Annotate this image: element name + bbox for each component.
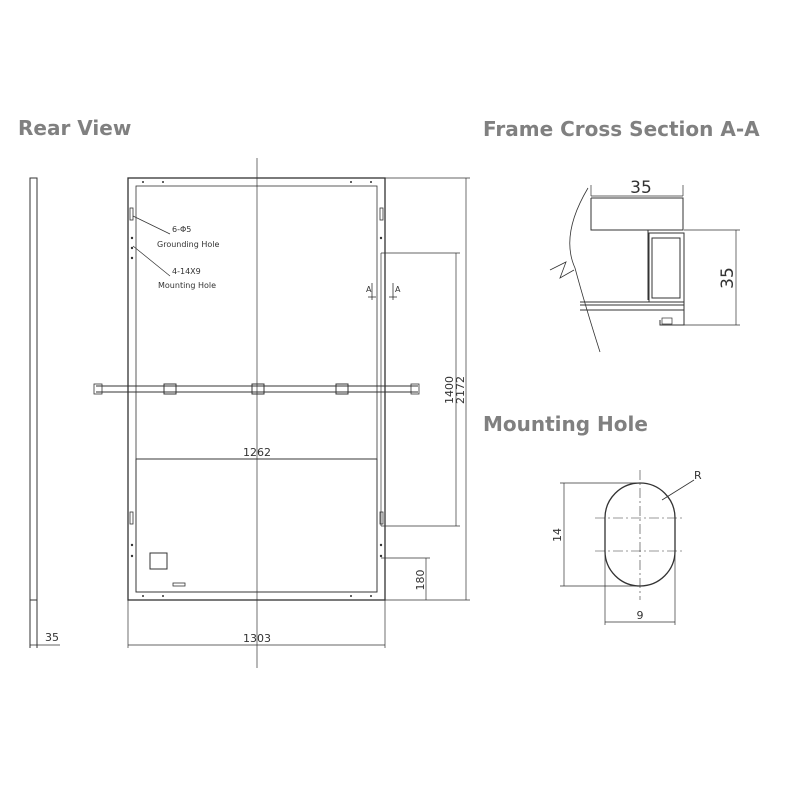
dim-bottom-offset: 180 (414, 570, 427, 591)
mounting-hole-count: 4-14X9 (172, 267, 201, 276)
side-profile (29, 177, 60, 648)
dim-1400-lines (380, 252, 460, 527)
frame-cross-section-title: Frame Cross Section A-A (483, 117, 760, 141)
dim-mount-spacing: 1400 (443, 376, 456, 404)
label-leaders (132, 215, 171, 277)
mounting-hole-title: Mounting Hole (483, 412, 648, 436)
mounting-hole-length-dim: 14 (551, 528, 564, 542)
dim-1303-lines (127, 600, 386, 648)
section-marker-right: A (395, 285, 401, 294)
dim-length: 2172 (454, 376, 467, 404)
mounting-hole-radius-label: R (694, 469, 702, 482)
grounding-hole-label: Grounding Hole (157, 240, 219, 249)
mounting-hole-dims (560, 482, 676, 625)
rear-view-title: Rear View (18, 116, 131, 140)
dim-outer-width: 1303 (243, 632, 271, 645)
cross-section-profile (549, 187, 685, 353)
dim-inner-width: 1262 (243, 446, 271, 459)
mounting-hole-width-dim: 9 (637, 609, 644, 622)
section-marker-left: A (366, 285, 372, 294)
mounting-hole-shape (595, 470, 695, 600)
grounding-hole-count: 6-Φ5 (172, 225, 191, 234)
cross-section-height-dim: 35 (718, 267, 738, 289)
section-marker (368, 283, 397, 300)
dim-180-lines (381, 557, 430, 600)
dim-side-thickness: 35 (45, 631, 59, 644)
dim-2172-lines (385, 177, 470, 601)
cross-section-dims (590, 185, 740, 326)
grounding-hole-dots (130, 181, 383, 597)
rear-panel (93, 158, 420, 668)
mounting-hole-label: Mounting Hole (158, 281, 216, 290)
cross-section-width-dim: 35 (630, 178, 652, 198)
